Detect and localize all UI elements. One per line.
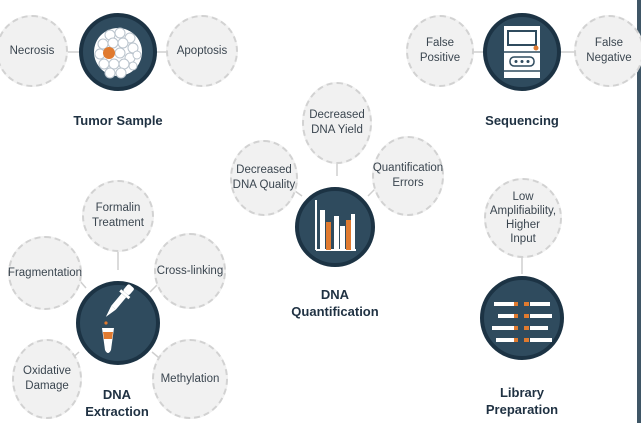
library-preparation-label: Library Preparation (485, 385, 559, 417)
dna-extraction-label: DNA Extraction (85, 387, 149, 419)
factor-quantification-errors: Quantification Errors (372, 136, 444, 216)
factor-decreased-dna-yield: Decreased DNA Yield (302, 82, 372, 164)
factor-low-amplifiability: Low Amplifiability, Higher Input (484, 178, 562, 258)
factor-decreased-dna-quality: Decreased DNA Quality (230, 140, 298, 216)
dna-quantification-hub (295, 187, 375, 267)
factor-apoptosis: Apoptosis (166, 15, 238, 87)
right-edge-bar (637, 0, 641, 423)
tumor-cells-icon (94, 27, 142, 79)
dna-quantification-label: DNA Quantification (291, 287, 379, 319)
factor-oxidative-damage: Oxidative Damage (12, 339, 82, 419)
factor-false-positive: False Positive (406, 15, 474, 87)
dna-extraction-hub (76, 281, 160, 365)
library-preparation-hub (480, 276, 564, 360)
bar-chart-icon (315, 200, 356, 251)
factor-necrosis: Necrosis (0, 15, 68, 87)
tumor-sample-hub (79, 13, 157, 91)
tumor-sample-label: Tumor Sample (73, 113, 163, 128)
library-fragments-icon (492, 302, 552, 342)
factor-fragmentation: Fragmentation (8, 236, 82, 310)
sequencing-label: Sequencing (485, 113, 559, 128)
factor-formalin-treatment: Formalin Treatment (82, 180, 154, 252)
factor-methylation: Methylation (152, 339, 228, 419)
pipette-tube-icon (102, 284, 134, 353)
factor-false-negative: False Negative (574, 15, 641, 87)
sequencing-hub (483, 13, 561, 91)
factor-cross-linking: Cross-linking (154, 233, 226, 309)
sequencer-icon (504, 26, 540, 78)
